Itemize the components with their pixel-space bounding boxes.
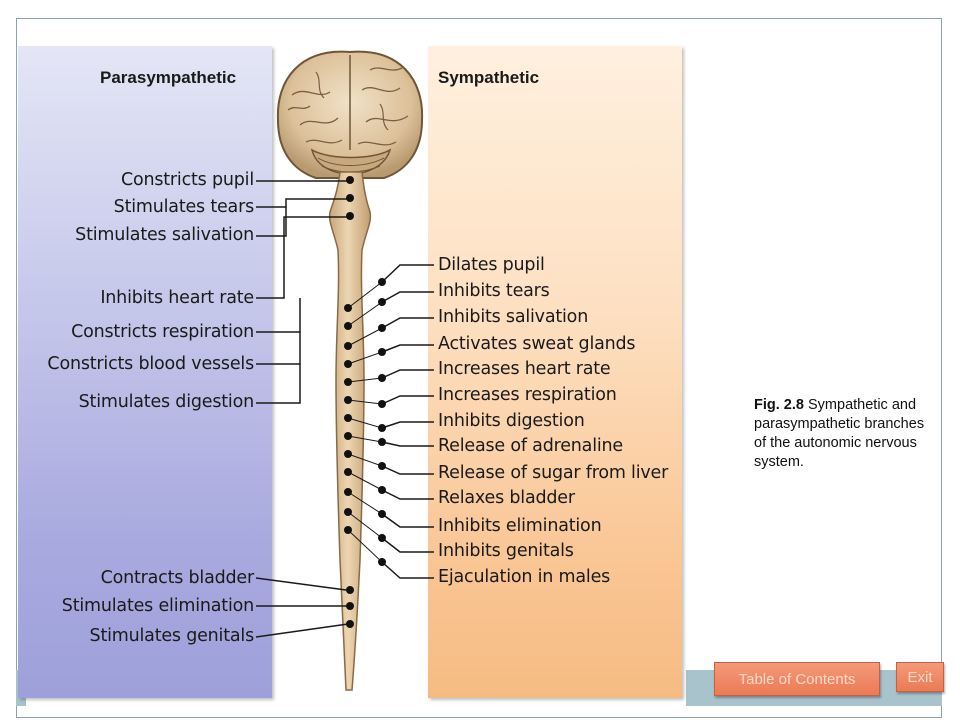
symp-effect-increases-heart-rate: Increases heart rate — [438, 359, 611, 379]
para-effect-constricts-pupil: Constricts pupil — [120, 170, 254, 190]
symp-effect-dilates-pupil: Dilates pupil — [438, 255, 545, 275]
parasympathetic-connectors — [255, 180, 350, 638]
symp-effect-increases-respiration: Increases respiration — [438, 385, 617, 405]
figure-number: Fig. 2.8 — [754, 397, 804, 413]
cord-nerve-dots — [344, 176, 354, 628]
sympathetic-panel — [428, 46, 682, 698]
symp-effect-inhibits-genitals: Inhibits genitals — [438, 541, 574, 561]
sympathetic-connectors — [347, 264, 434, 579]
para-effect-stimulates-salivation: Stimulates salivation — [75, 225, 254, 245]
figure-caption: Fig. 2.8 Sympathetic and parasympathetic… — [754, 396, 932, 472]
symp-effect-inhibits-elimination: Inhibits elimination — [438, 516, 602, 536]
sympathetic-title: Sympathetic — [438, 68, 540, 87]
para-effect-stimulates-digestion: Stimulates digestion — [78, 392, 255, 412]
symp-effect-ejaculation-in-males: Ejaculation in males — [438, 567, 611, 587]
symp-effect-inhibits-tears: Inhibits tears — [438, 281, 550, 301]
parasympathetic-panel — [18, 46, 272, 698]
symp-effect-inhibits-digestion: Inhibits digestion — [438, 411, 585, 431]
para-effect-contracts-bladder: Contracts bladder — [100, 568, 255, 588]
brain-illustration — [276, 50, 424, 179]
para-effect-stimulates-elimination: Stimulates elimination — [61, 596, 254, 616]
exit-button[interactable]: Exit — [896, 662, 944, 692]
para-effect-stimulates-genitals: Stimulates genitals — [89, 626, 255, 646]
symp-effect-release-of-sugar: Release of sugar from liver — [438, 463, 669, 483]
para-effect-stimulates-tears: Stimulates tears — [113, 197, 255, 217]
symp-effect-inhibits-salivation: Inhibits salivation — [438, 307, 589, 327]
para-effect-constricts-respiration: Constricts respiration — [71, 322, 254, 342]
para-effect-constricts-blood-vessels: Constricts blood vessels — [47, 354, 254, 374]
symp-effect-activates-sweat-glands: Activates sweat glands — [438, 334, 636, 354]
table-of-contents-button[interactable]: Table of Contents — [714, 662, 880, 696]
symp-effect-relaxes-bladder: Relaxes bladder — [438, 488, 575, 508]
para-effect-inhibits-heart-rate: Inhibits heart rate — [100, 288, 254, 308]
symp-effect-release-of-adrenaline: Release of adrenaline — [438, 436, 623, 456]
parasympathetic-title: Parasympathetic — [100, 68, 237, 87]
figure-caption-text: Sympathetic and parasympathetic branches… — [754, 397, 925, 470]
sympathetic-ganglia-dots — [378, 278, 386, 566]
spinal-cord — [328, 171, 372, 691]
